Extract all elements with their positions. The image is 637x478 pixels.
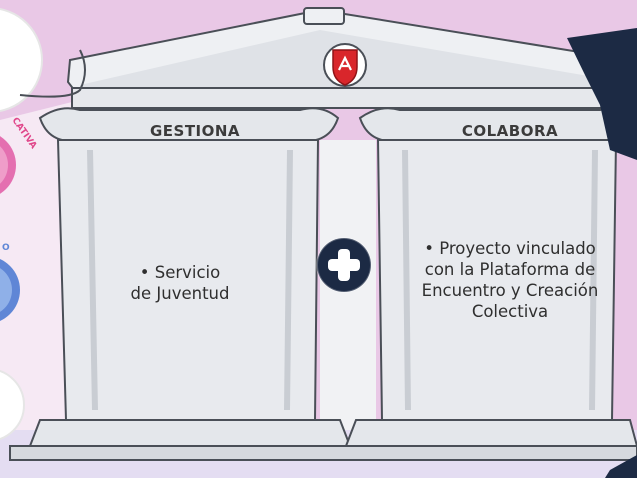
left-text-line-1: • Servicio: [139, 263, 221, 282]
left-capital: [38, 107, 340, 141]
partial-circle-magenta-inner: [0, 146, 8, 184]
navy-figure: [567, 28, 637, 160]
emblem-shield-icon: [323, 43, 367, 87]
right-column-flute-1: [402, 149, 411, 411]
right-text-line-3: Encuentro y Creación: [421, 281, 599, 300]
left-column-header: GESTIONA: [149, 122, 241, 140]
left-text-line-2: de Juventud: [130, 284, 230, 303]
side-fragment-text-2: O: [2, 243, 10, 253]
speech-bubble-outline: [19, 49, 86, 98]
right-column-text: • Proyecto vinculado con la Plataforma d…: [390, 238, 630, 322]
column-base-left: [28, 419, 352, 447]
partial-circle-bottom: [0, 370, 25, 440]
right-text-line-4: Colectiva: [471, 302, 549, 321]
navy-corner: [605, 455, 637, 478]
plus-circle-icon: [316, 237, 372, 293]
roof-top-block: [303, 7, 345, 25]
entablature-beam: [71, 87, 613, 109]
partial-circle-blue-inner: [0, 268, 12, 312]
left-column-flute-1: [87, 149, 98, 411]
temple-step: [9, 445, 637, 461]
right-column-header: COLABORA: [461, 122, 559, 140]
right-text-line-2: con la Plataforma de: [424, 260, 596, 279]
left-column-flute-2: [284, 149, 293, 411]
right-column-flute-2: [589, 149, 598, 411]
column-base-right: [344, 419, 637, 447]
right-text-line-1: • Proyecto vinculado: [424, 239, 596, 258]
partial-circle-top: [0, 7, 43, 113]
left-column-text: • Servicio de Juventud: [100, 262, 260, 304]
